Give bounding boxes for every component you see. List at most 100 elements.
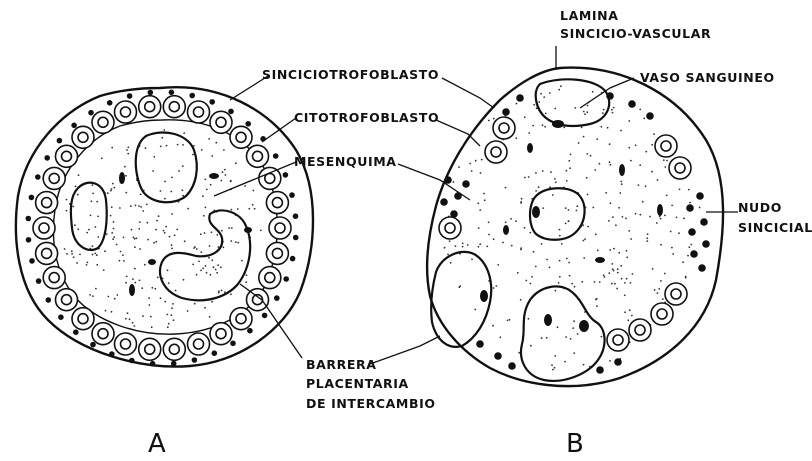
stipple-dot bbox=[125, 175, 127, 177]
stipple-dot bbox=[663, 159, 665, 161]
stipple-dot bbox=[110, 190, 112, 192]
stipple-dot bbox=[646, 237, 648, 239]
stipple-dot bbox=[158, 215, 160, 217]
stipple-dot bbox=[147, 239, 149, 241]
stipple-dot bbox=[173, 319, 175, 321]
villus-b-nucleus-6 bbox=[619, 164, 625, 176]
stipple-dot bbox=[112, 238, 114, 240]
stipple-dot bbox=[542, 207, 544, 209]
stipple-dot bbox=[218, 290, 220, 292]
syncytial-nucleus bbox=[283, 172, 289, 178]
stipple-dot bbox=[520, 299, 522, 301]
villus-a-nucleus-small-3 bbox=[129, 284, 135, 296]
stipple-dot bbox=[235, 162, 237, 164]
stipple-dot bbox=[613, 270, 615, 272]
stipple-dot bbox=[572, 327, 574, 329]
stipple-dot bbox=[515, 220, 517, 222]
stipple-dot bbox=[96, 264, 98, 266]
stipple-dot bbox=[211, 301, 213, 303]
syncytial-nucleus bbox=[274, 295, 280, 301]
stipple-dot bbox=[205, 207, 207, 209]
stipple-dot bbox=[687, 255, 689, 257]
stipple-dot bbox=[495, 285, 497, 287]
stipple-dot bbox=[493, 287, 495, 289]
stipple-dot bbox=[171, 177, 173, 179]
stipple-dot bbox=[660, 280, 662, 282]
stipple-dot bbox=[639, 164, 641, 166]
stipple-dot bbox=[544, 126, 546, 128]
stipple-dot bbox=[208, 138, 210, 140]
stipple-dot bbox=[101, 157, 103, 159]
stipple-dot bbox=[91, 200, 93, 202]
stipple-dot bbox=[123, 260, 125, 262]
stipple-dot bbox=[474, 309, 476, 311]
stipple-dot bbox=[612, 216, 614, 218]
stipple-dot bbox=[558, 282, 560, 284]
panel-letter-b: B bbox=[566, 429, 584, 459]
stipple-dot bbox=[139, 221, 141, 223]
stipple-dot bbox=[107, 296, 109, 298]
stipple-dot bbox=[157, 277, 159, 279]
stipple-dot bbox=[246, 274, 248, 276]
stipple-dot bbox=[524, 177, 526, 179]
stipple-dot bbox=[625, 218, 627, 220]
syncytial-nucleus bbox=[107, 100, 113, 106]
panel-letter-a: A bbox=[148, 429, 166, 459]
stipple-dot bbox=[71, 250, 73, 252]
stipple-dot bbox=[168, 282, 170, 284]
stipple-dot bbox=[653, 133, 655, 135]
stipple-dot bbox=[209, 316, 211, 318]
stipple-dot bbox=[237, 242, 239, 244]
stipple-dot bbox=[596, 298, 598, 300]
stipple-dot bbox=[153, 242, 155, 244]
stipple-dot bbox=[601, 336, 603, 338]
stipple-dot bbox=[221, 290, 223, 292]
stipple-dot bbox=[541, 337, 543, 339]
stipple-dot bbox=[528, 132, 530, 134]
cytotrophoblast-cell bbox=[655, 135, 677, 157]
stipple-dot bbox=[554, 108, 556, 110]
stipple-dot bbox=[566, 258, 568, 260]
stipple-dot bbox=[230, 293, 232, 295]
villus-a-nucleus-small-4 bbox=[244, 227, 252, 233]
stipple-dot bbox=[628, 120, 630, 122]
stipple-dot bbox=[205, 265, 207, 267]
cytotrophoblast-cell bbox=[72, 126, 94, 148]
stipple-dot bbox=[174, 234, 176, 236]
stipple-dot bbox=[484, 199, 486, 201]
stipple-dot bbox=[171, 307, 173, 309]
stipple-dot bbox=[458, 286, 460, 288]
stipple-dot bbox=[583, 257, 585, 259]
stipple-dot bbox=[92, 245, 94, 247]
stipple-dot bbox=[488, 234, 490, 236]
stipple-dot bbox=[462, 243, 464, 245]
stipple-dot bbox=[493, 238, 495, 240]
cytotrophoblast-cell bbox=[188, 101, 210, 123]
stipple-dot bbox=[134, 282, 136, 284]
stipple-dot bbox=[204, 307, 206, 309]
stipple-dot bbox=[584, 238, 586, 240]
stipple-dot bbox=[160, 190, 162, 192]
stipple-dot bbox=[192, 154, 194, 156]
stipple-dot bbox=[538, 101, 540, 103]
stipple-dot bbox=[584, 113, 586, 115]
stipple-dot bbox=[533, 104, 535, 106]
stipple-dot bbox=[609, 164, 611, 166]
stipple-dot bbox=[609, 143, 611, 145]
stipple-dot bbox=[134, 238, 136, 240]
stipple-dot bbox=[640, 214, 642, 216]
stipple-dot bbox=[97, 216, 99, 218]
stipple-dot bbox=[570, 154, 572, 156]
stipple-dot bbox=[505, 221, 507, 223]
stipple-dot bbox=[621, 183, 623, 185]
villus-b-nucleus-2 bbox=[532, 206, 540, 218]
villus-b-nucleus-9 bbox=[595, 257, 605, 263]
stipple-dot bbox=[208, 257, 210, 259]
stipple-dot bbox=[220, 180, 222, 182]
stipple-dot bbox=[206, 272, 208, 274]
cytotrophoblast-cell bbox=[247, 145, 269, 167]
stipple-dot bbox=[165, 226, 167, 228]
stipple-dot bbox=[79, 254, 81, 256]
stipple-dot bbox=[134, 246, 136, 248]
stipple-dot bbox=[609, 161, 611, 163]
